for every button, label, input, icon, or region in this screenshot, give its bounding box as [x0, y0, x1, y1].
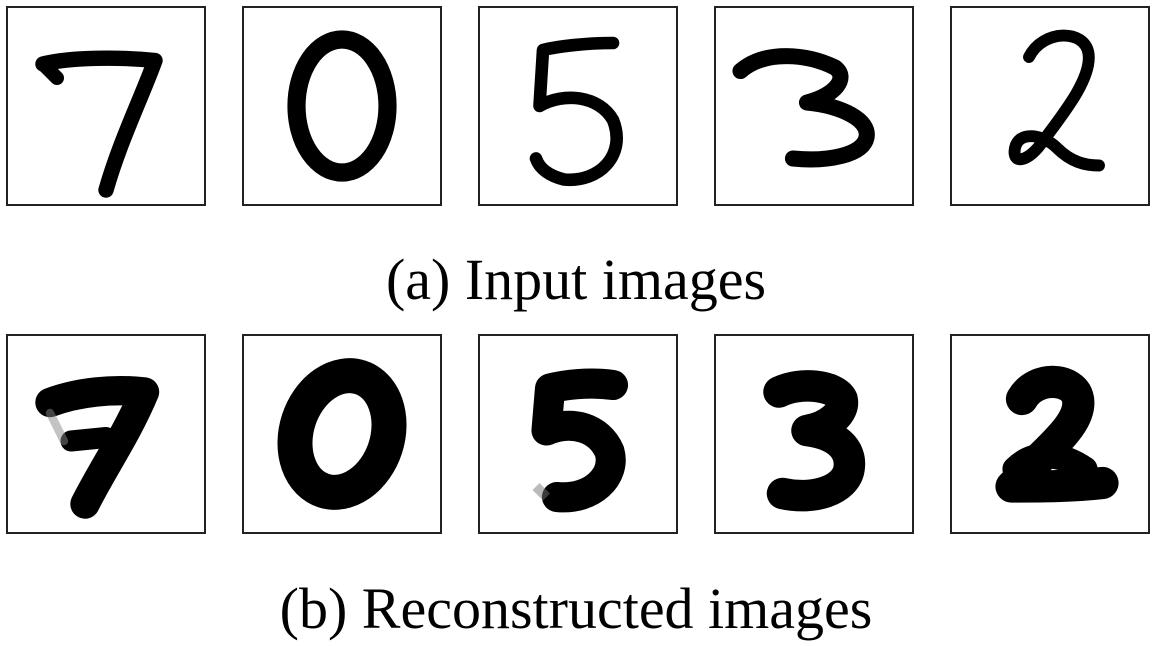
input-digit-2-glyph: [1008, 29, 1105, 172]
reconstructed-digit-2-glyph: [995, 365, 1119, 503]
reconstructed-images-row: [0, 334, 1152, 534]
caption-reconstructed-images: (b) Reconstructed images: [279, 576, 873, 641]
input-digit-5-glyph: [529, 36, 623, 186]
input-image-digit-3: [714, 6, 914, 206]
reconstructed-image-digit-2: [950, 334, 1150, 534]
reconstructed-digit-5-glyph: [531, 368, 629, 513]
caption-input-images: (a) Input images: [385, 247, 767, 312]
input-image-digit-0: [242, 6, 442, 206]
reconstructed-image-digit-5: [478, 334, 678, 534]
input-digit-0-glyph: [287, 30, 397, 182]
input-image-digit-2: [950, 6, 1150, 206]
reconstructed-image-digit-7: [6, 334, 206, 534]
input-image-digit-7: [6, 6, 206, 206]
input-images-row: [0, 6, 1152, 206]
reconstructed-digit-3-glyph: [763, 370, 866, 512]
reconstructed-digit-0-glyph: [277, 358, 407, 510]
input-digit-3-glyph: [732, 48, 875, 168]
input-digit-7-glyph: [35, 50, 163, 198]
reconstructed-digit-7-glyph: [35, 376, 160, 519]
reconstructed-image-digit-0: [242, 334, 442, 534]
reconstructed-image-digit-3: [714, 334, 914, 534]
input-image-digit-5: [478, 6, 678, 206]
